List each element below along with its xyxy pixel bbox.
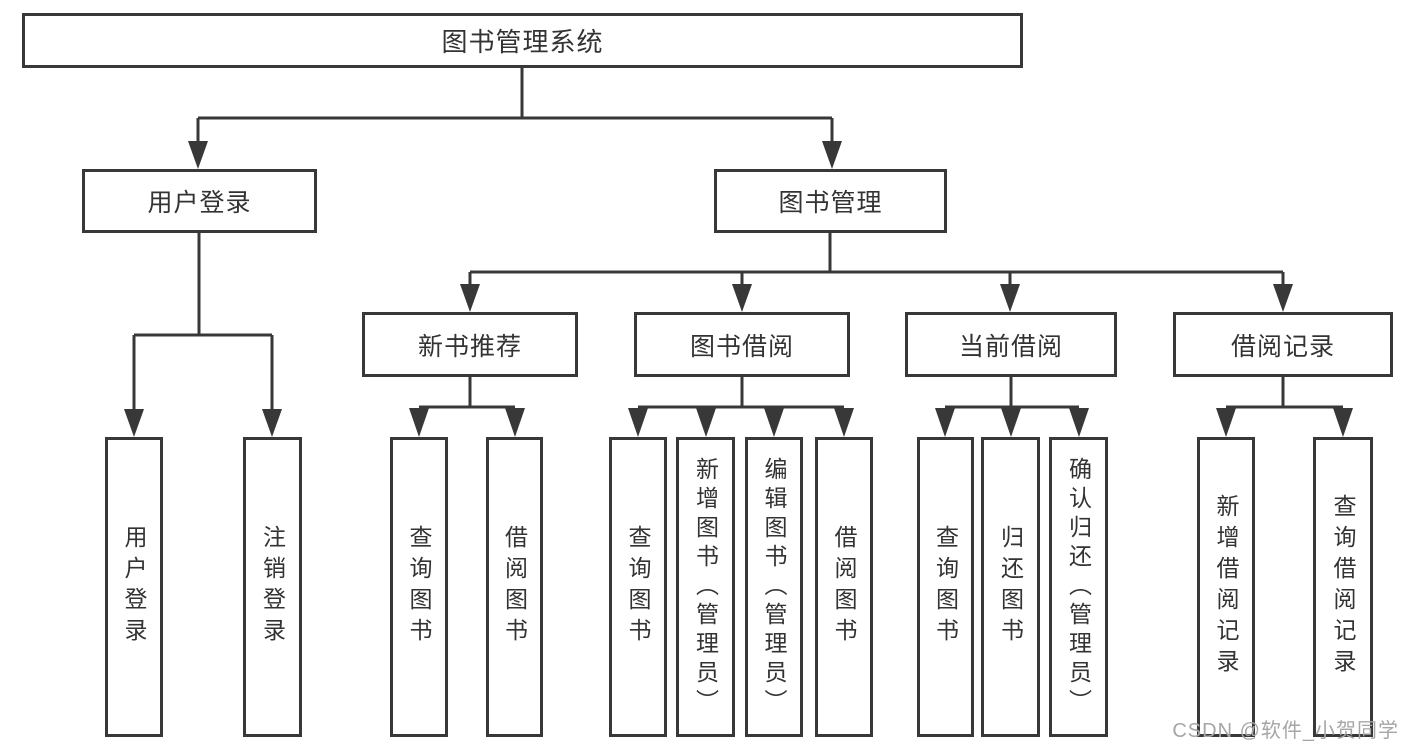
node-leaf-edit-books-admin: 编辑图书（管理员） xyxy=(745,437,803,737)
node-leaf-query-books-2: 查询图书 xyxy=(609,437,667,737)
node-new-book-recommend: 新书推荐 xyxy=(362,312,578,377)
node-leaf-borrow-books-2: 借阅图书 xyxy=(815,437,873,737)
node-leaf-add-books-admin: 新增图书（管理员） xyxy=(676,437,735,737)
node-leaf-borrow-books-1: 借阅图书 xyxy=(486,437,543,737)
csdn-watermark: CSDN @软件_小贺同学 xyxy=(1172,720,1399,742)
node-leaf-logout: 注销登录 xyxy=(243,437,302,737)
connector-path xyxy=(132,68,1343,411)
node-current-borrow: 当前借阅 xyxy=(905,312,1117,377)
node-book-borrow: 图书借阅 xyxy=(634,312,850,377)
node-leaf-return-books: 归还图书 xyxy=(981,437,1040,737)
node-leaf-query-books-3: 查询图书 xyxy=(917,437,974,737)
node-leaf-query-borrow-record: 查询借阅记录 xyxy=(1313,437,1373,737)
node-leaf-user-login: 用户登录 xyxy=(105,437,163,737)
node-leaf-add-borrow-record: 新增借阅记录 xyxy=(1197,437,1255,737)
arrowhead-icons xyxy=(124,141,1353,437)
node-root: 图书管理系统 xyxy=(22,13,1023,68)
node-user-login: 用户登录 xyxy=(82,169,317,233)
node-borrow-records: 借阅记录 xyxy=(1173,312,1393,377)
node-book-management: 图书管理 xyxy=(714,169,947,233)
node-leaf-confirm-return-admin: 确认归还（管理员） xyxy=(1049,437,1108,737)
node-leaf-query-books-1: 查询图书 xyxy=(390,437,448,737)
